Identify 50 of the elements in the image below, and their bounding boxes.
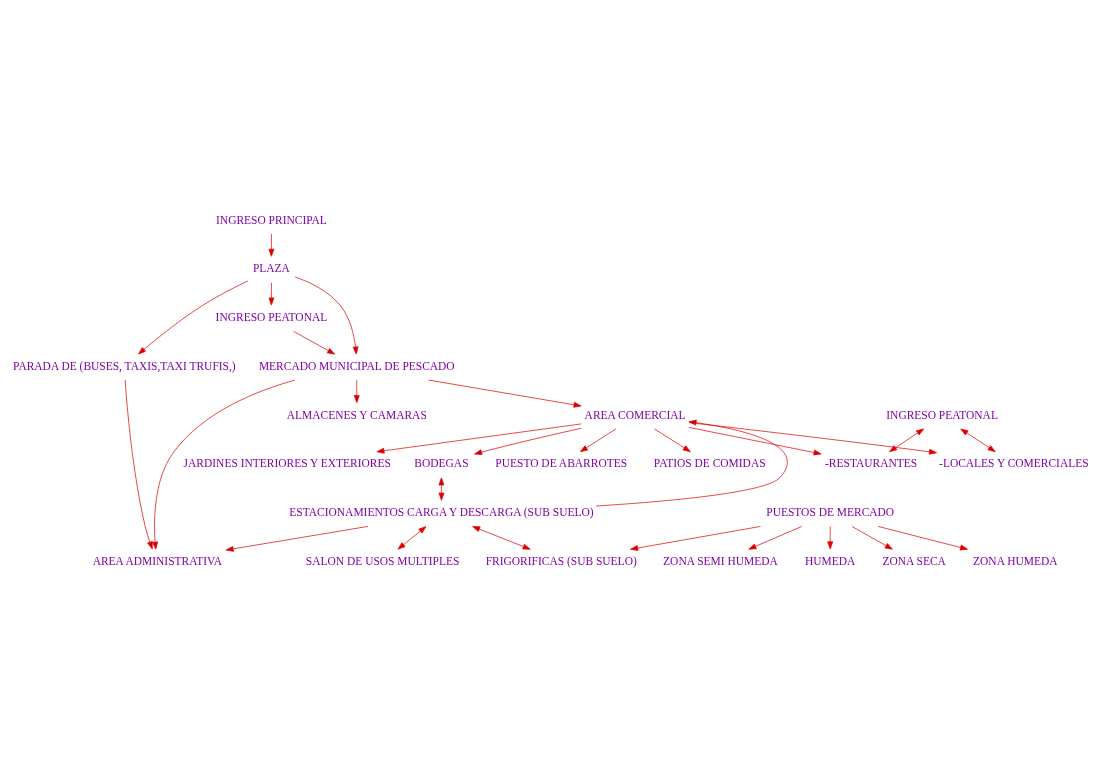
- arrow: [877, 525, 968, 550]
- node-text: PUESTOS DE MERCADO: [766, 505, 895, 518]
- node-text: ALMACENES Y CAMARAS: [286, 408, 427, 421]
- arrow: [472, 525, 531, 550]
- arrow: [428, 379, 582, 408]
- arrow: [827, 525, 834, 549]
- arrow: [268, 233, 275, 257]
- arrow: [748, 525, 802, 550]
- node-text: ZONA HUMEDA: [973, 554, 1058, 567]
- arrow: [138, 280, 249, 354]
- arrow: [688, 421, 937, 455]
- arrow: [225, 525, 369, 552]
- arrow: [654, 428, 691, 452]
- arrow: [595, 419, 788, 506]
- node-text: SALON DE USOS MULTIPLES: [305, 554, 460, 567]
- node-text: INGRESO PRINCIPAL: [216, 213, 327, 226]
- arrow: [630, 525, 761, 551]
- arrow: [688, 426, 822, 455]
- node-text: AREA ADMINISTRATIVA: [92, 554, 223, 567]
- node-text: FRIGORIFICAS (SUB SUELO): [485, 554, 637, 567]
- node-text: ESTACIONAMIENTOS CARGA Y DESCARGA (SUB SUELO): [289, 505, 594, 518]
- node-text: ZONA SEMI HUMEDA: [663, 554, 778, 567]
- arrow: [397, 525, 427, 549]
- node-text: MERCADO MUNICIPAL DE PESCADO: [258, 359, 455, 372]
- arrow: [124, 379, 153, 549]
- node-text: PUESTO DE ABARROTES: [495, 456, 628, 469]
- arrow: [353, 379, 360, 403]
- arrow: [294, 276, 359, 354]
- arrow: [152, 379, 296, 550]
- node-text: INGRESO PEATONAL: [886, 408, 998, 421]
- node-text: AREA COMERCIAL: [584, 408, 686, 421]
- arrow: [438, 476, 445, 501]
- arrow: [960, 428, 996, 452]
- arrow: [474, 427, 582, 455]
- node-text: -LOCALES Y COMERCIALES: [939, 456, 1089, 469]
- node-text: HUMEDA: [805, 554, 856, 567]
- node-text: JARDINES INTERIORES Y EXTERIORES: [183, 456, 391, 469]
- node-text: PARADA DE (BUSES, TAXIS,TAXI TRUFIS,): [13, 359, 236, 372]
- arrow: [889, 428, 924, 452]
- node-text: BODEGAS: [414, 456, 469, 469]
- arrow: [376, 423, 582, 454]
- node-text: ZONA SECA: [882, 554, 946, 567]
- node-text: -RESTAURANTES: [825, 456, 918, 469]
- arrow: [580, 428, 617, 452]
- arrow: [293, 330, 336, 354]
- node-text: PATIOS DE COMIDAS: [653, 456, 766, 469]
- arrow: [268, 281, 275, 305]
- node-text: PLAZA: [252, 261, 290, 274]
- node-text: INGRESO PEATONAL: [215, 310, 328, 323]
- arrow: [851, 525, 893, 550]
